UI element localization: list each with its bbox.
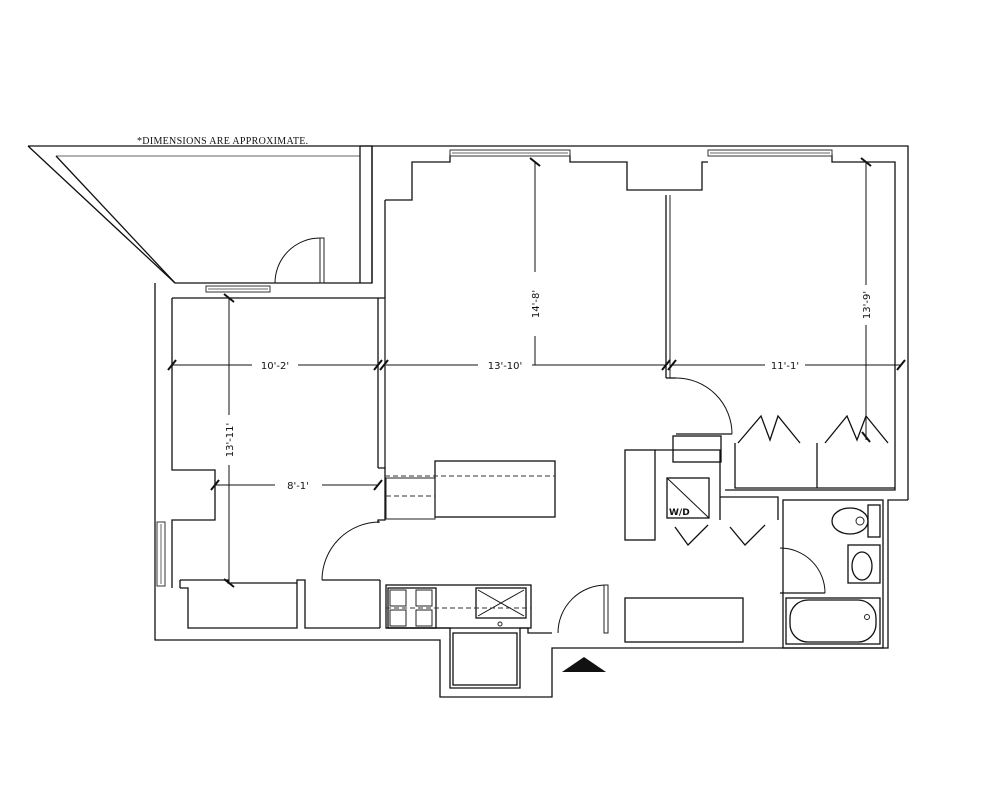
bathtub [789,599,877,643]
interior-walls [179,195,676,689]
counter-right [624,597,744,643]
closets [734,414,895,489]
dim-living-room-depth: 14'-8' [531,290,542,318]
dim-bedroom-left-lower-width: 8'-1' [287,481,309,492]
dimension-lines [167,157,906,588]
laundry-closet: W/D [624,435,779,546]
dimensions-note: *DIMENSIONS ARE APPROXIMATE. [137,136,308,147]
exterior-walls [154,145,909,698]
kitchen [385,584,744,686]
dim-bedroom-left-depth: 13'-11' [225,423,236,458]
washer-dryer [666,477,710,519]
sink-counter [847,544,881,584]
refrigerator [452,632,518,686]
toilet [831,507,869,535]
living-room-island [385,460,556,520]
dim-bedroom-right-depth: 13'-9' [862,291,873,319]
doors [274,237,826,634]
washer-dryer-label: W/D [669,508,690,518]
dim-bedroom-right-width: 11'-1' [771,361,799,372]
bathtub-outline [785,597,881,645]
sink [851,551,873,581]
dim-living-room-width: 13'-10' [488,361,523,372]
entrance-arrow [562,657,606,672]
windows [156,149,833,587]
bathroom [782,499,884,649]
dim-bedroom-left-width: 10'-2' [261,361,289,372]
kitchen-sink [475,587,527,619]
